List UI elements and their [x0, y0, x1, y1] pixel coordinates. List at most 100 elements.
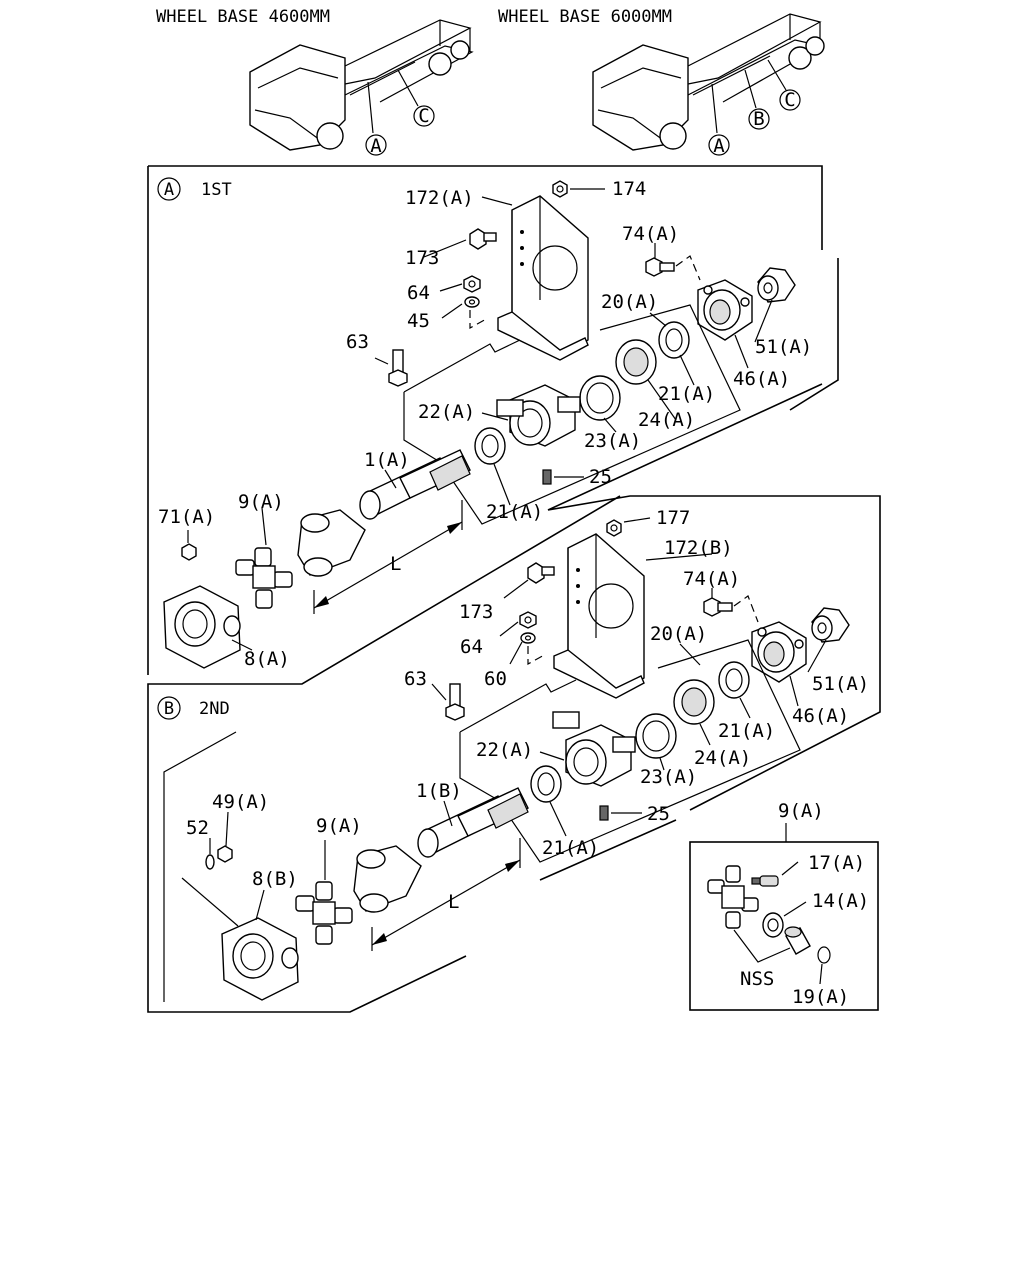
ujoint-9a-2nd: [295, 881, 353, 945]
label-17a: 17(A): [808, 852, 865, 874]
label-71a: 71(A): [158, 506, 215, 528]
seal-21a-right-2nd: [718, 661, 750, 699]
label-1b: 1(B): [416, 780, 462, 802]
yoke-1b: [353, 845, 422, 913]
label-63-2nd: 63: [404, 668, 427, 690]
section-frame-1st: [147, 165, 881, 1013]
label-64: 64: [407, 282, 430, 304]
label-45: 45: [407, 310, 430, 332]
flange-46a-2nd: [751, 621, 807, 683]
bolt-63-2nd: [445, 683, 465, 721]
label-46a-2nd: 46(A): [792, 705, 849, 727]
bolt-74a-2nd: [703, 597, 733, 617]
bracket-172b: [553, 533, 645, 699]
shaft-1a: [359, 449, 471, 520]
bracket-172a: [497, 195, 589, 361]
label-52: 52: [186, 817, 209, 839]
label-174: 174: [612, 178, 646, 200]
label-19a: 19(A): [792, 986, 849, 1008]
label-22a: 22(A): [418, 401, 475, 423]
label-172a: 172(A): [405, 187, 474, 209]
washer-60: [520, 632, 536, 644]
section-title-1st: 1ST: [201, 180, 232, 200]
seal-14a: [762, 912, 784, 938]
label-51a: 51(A): [755, 336, 812, 358]
label-1a: 1(A): [364, 449, 410, 471]
dimension-l-1st: [313, 500, 463, 614]
dim-l-label-2nd: L: [448, 891, 459, 913]
label-21a-left-2nd: 21(A): [542, 837, 599, 859]
washer-45: [464, 296, 480, 308]
flange-8a: [163, 585, 241, 669]
nipple-25-2nd: [599, 805, 609, 821]
bearing-24a-2nd: [673, 679, 715, 725]
bolt-74a: [645, 257, 675, 277]
label-177: 177: [656, 507, 690, 529]
marker-b-6000: B: [748, 108, 770, 130]
yoke-1a: [297, 509, 366, 577]
bolt-173-2nd: [527, 562, 555, 584]
label-46a: 46(A): [733, 368, 790, 390]
label-23a: 23(A): [584, 430, 641, 452]
label-9a-2nd: 9(A): [316, 815, 362, 837]
label-24a-2nd: 24(A): [694, 747, 751, 769]
dimension-l-2nd: [371, 838, 521, 951]
label-8b: 8(B): [252, 868, 298, 890]
label-21a-left: 21(A): [486, 501, 543, 523]
label-173: 173: [405, 247, 439, 269]
dim-l-label-1st: L: [390, 553, 401, 575]
section-title-2nd: 2ND: [199, 699, 230, 719]
marker-a-6000: A: [708, 134, 730, 157]
bolt-173: [469, 228, 497, 250]
label-24a: 24(A): [638, 409, 695, 431]
seal-21a-right: [658, 321, 690, 359]
bearing-23a: [579, 375, 621, 421]
label-49a: 49(A): [212, 791, 269, 813]
section-1st: A 1ST: [157, 177, 232, 201]
ujoint-9a: [235, 547, 293, 609]
header-wheel-base-4600: WHEEL BASE 4600MM: [156, 7, 330, 27]
header-wheel-base-6000: WHEEL BASE 6000MM: [498, 7, 672, 27]
nut-51a: [757, 267, 796, 303]
section-2nd: B 2ND: [157, 696, 230, 720]
snap-ring-19a: [817, 946, 831, 964]
nipple-25: [542, 469, 552, 485]
nut-177: [606, 519, 622, 537]
svg-text:A: A: [164, 180, 174, 200]
detail-box-9a: [689, 841, 879, 1011]
truck-illustration-4600: [249, 19, 474, 151]
nipple-17a: [751, 875, 779, 887]
seal-21a-left: [474, 427, 506, 465]
label-25: 25: [589, 466, 612, 488]
bearing-23a-2nd: [635, 713, 677, 759]
label-172b: 172(B): [664, 537, 733, 559]
shaft-1b: [417, 787, 529, 858]
seal-21a-left-2nd: [530, 765, 562, 803]
flange-46a: [697, 279, 753, 341]
label-64-2nd: 64: [460, 636, 483, 658]
marker-a-4600: A: [365, 134, 387, 157]
bolt-63: [388, 349, 408, 387]
label-21a-right-2nd: 21(A): [718, 720, 775, 742]
cup-nss: [784, 926, 811, 955]
label-8a: 8(A): [244, 648, 290, 670]
detail-title-9a: 9(A): [778, 800, 824, 822]
label-14a: 14(A): [812, 890, 869, 912]
label-20a: 20(A): [601, 291, 658, 313]
nut-64: [463, 275, 481, 293]
ujoint-9a-detail: [707, 865, 759, 929]
label-9a-1st: 9(A): [238, 491, 284, 513]
label-20a-2nd: 20(A): [650, 623, 707, 645]
svg-text:B: B: [164, 699, 174, 719]
washer-52: [205, 854, 215, 870]
truck-illustration-6000: [592, 13, 825, 151]
svg-text:A: A: [713, 135, 725, 157]
label-21a-right: 21(A): [658, 383, 715, 405]
label-23a-2nd: 23(A): [640, 766, 697, 788]
label-51a-2nd: 51(A): [812, 673, 869, 695]
label-74a: 74(A): [622, 223, 679, 245]
flange-8b: [221, 917, 299, 1001]
svg-text:B: B: [753, 108, 764, 130]
nut-64-2nd: [519, 611, 537, 629]
